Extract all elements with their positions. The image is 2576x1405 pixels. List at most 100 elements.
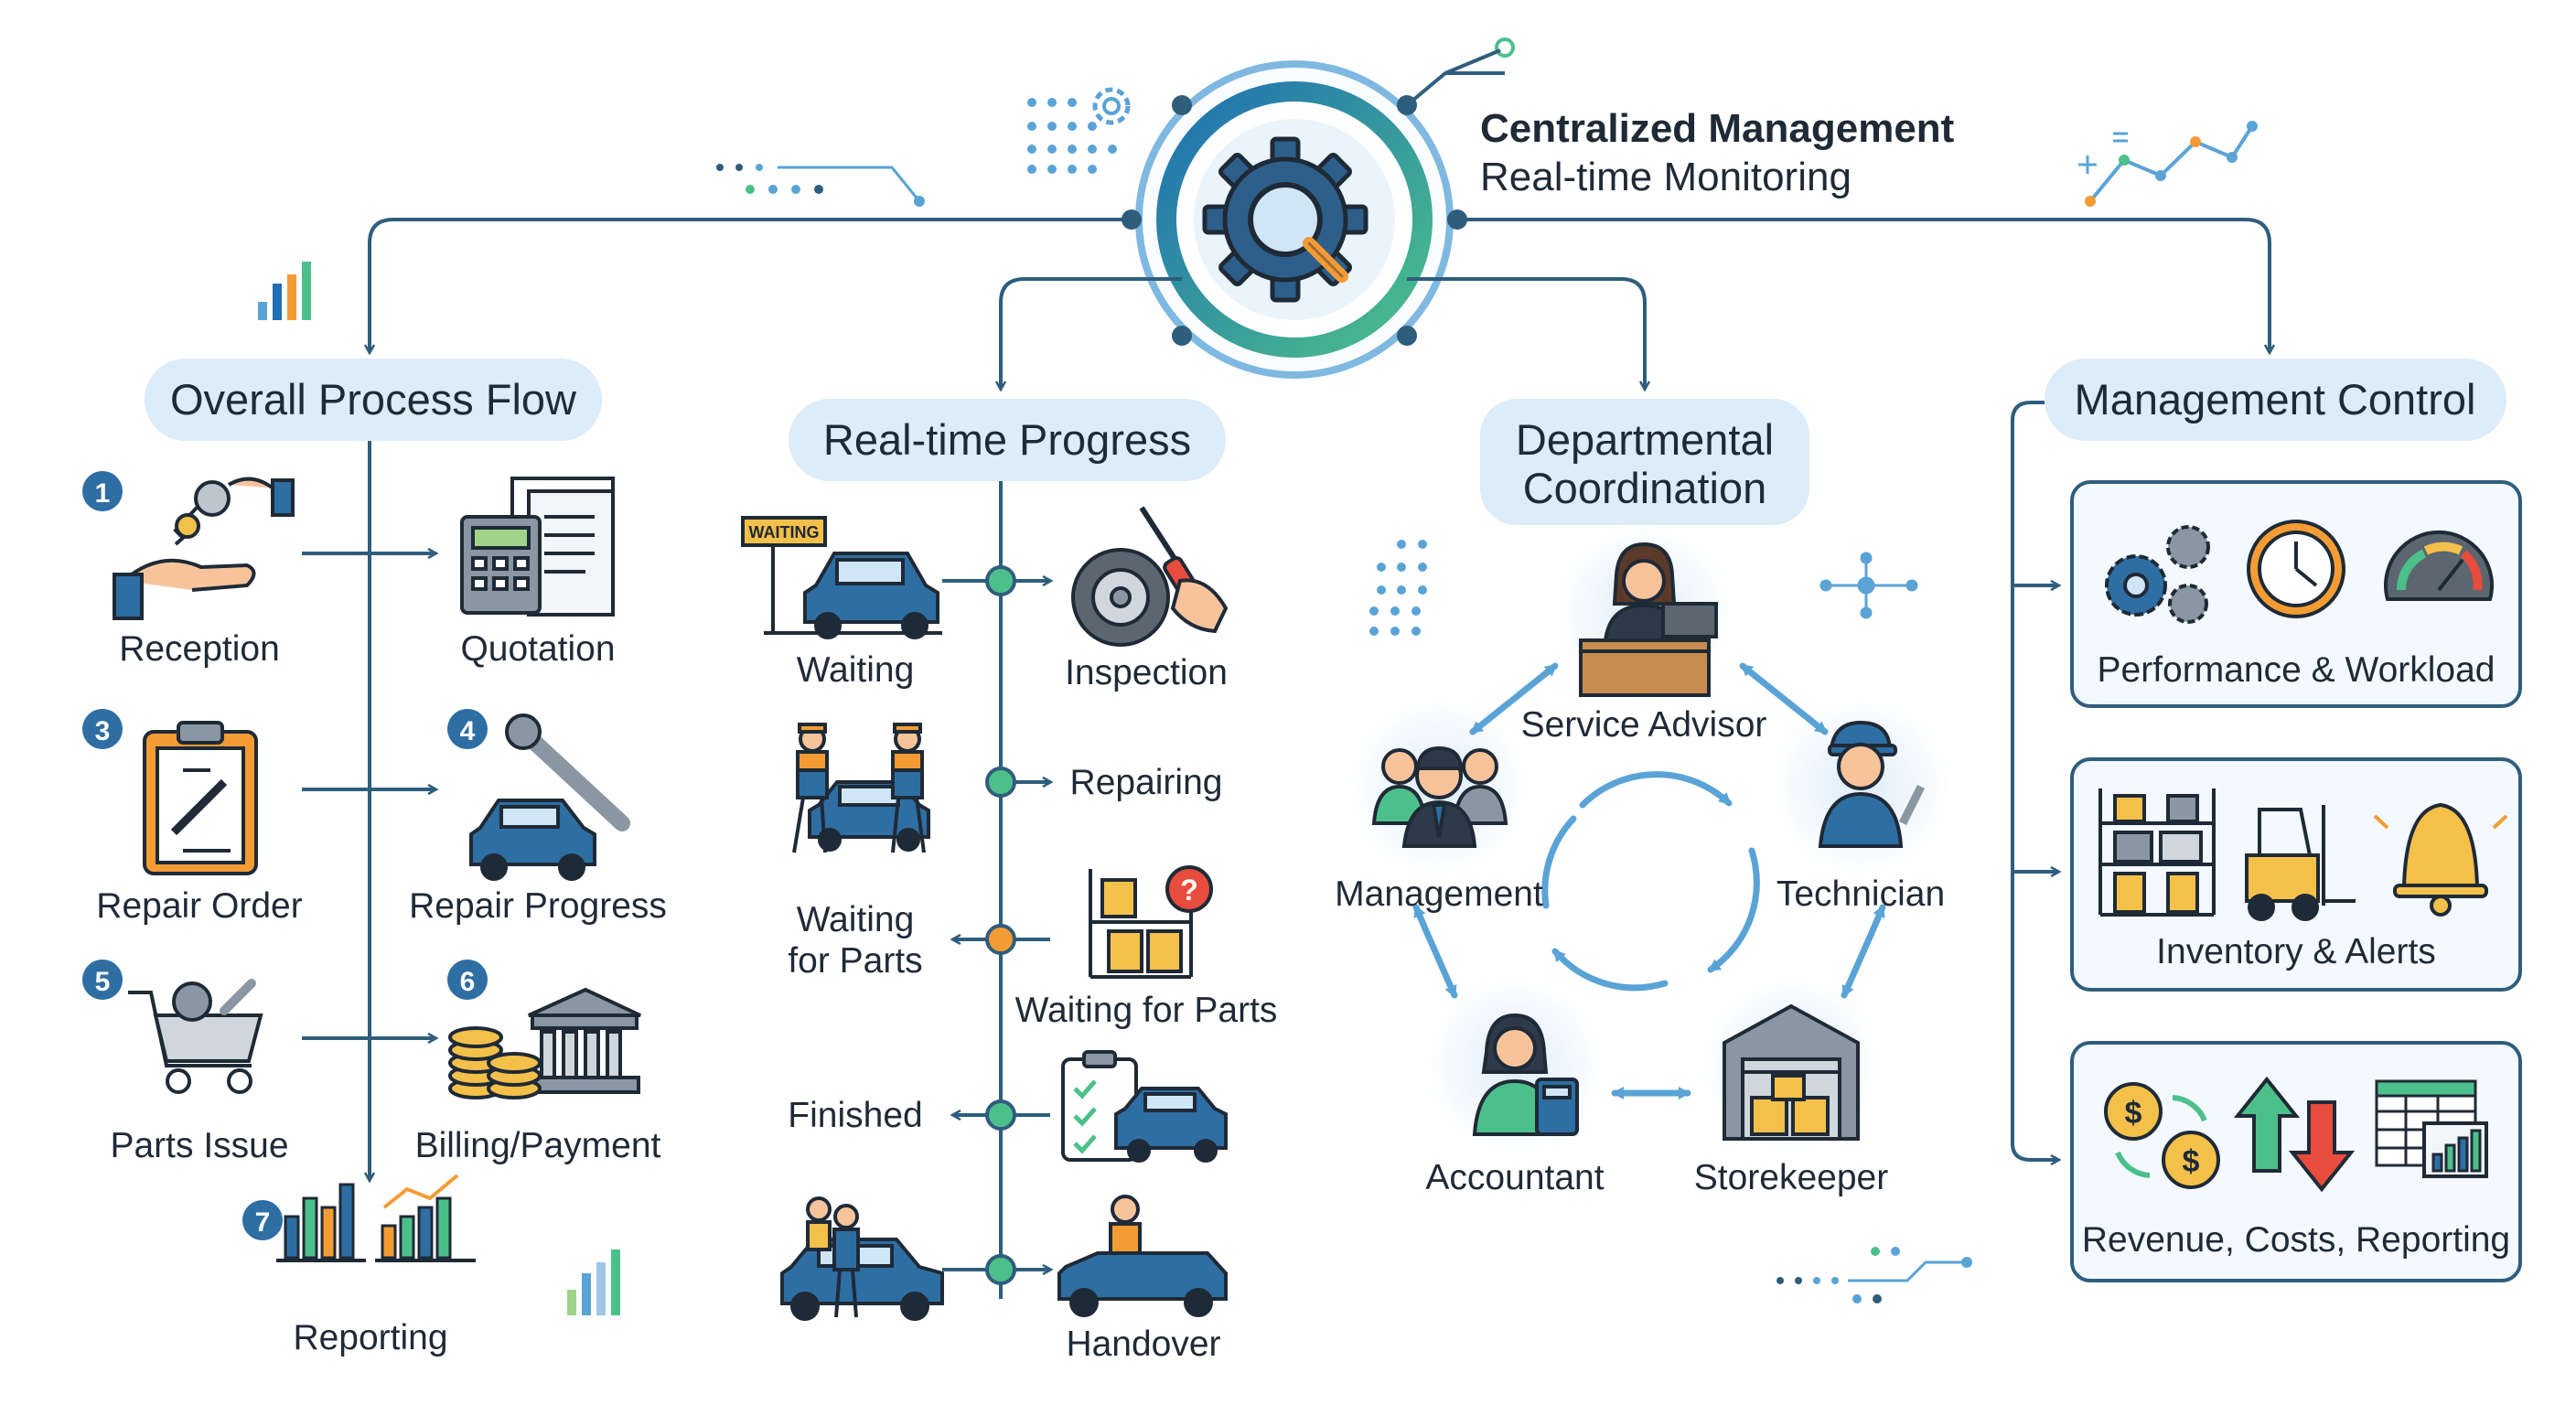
step-badge-1: 1 (82, 471, 123, 511)
progress-label-handover: Handover (1066, 1325, 1220, 1364)
section-pill-progress: Real-time Progress (789, 399, 1226, 481)
progress-label-repairing: Repairing (1070, 763, 1223, 802)
step-label-parts-issue: Parts Issue (110, 1126, 288, 1165)
shelf-icon (2098, 788, 2216, 917)
hand-keys-icon (113, 477, 295, 620)
section-title-progress: Real-time Progress (823, 415, 1191, 464)
control-label-revenue: Revenue, Costs, Reporting (2082, 1220, 2510, 1260)
progress-label-finished: Finished (788, 1096, 922, 1135)
control-spine (2011, 401, 2058, 1160)
svg-text:$: $ (2183, 1144, 2200, 1179)
step-label-billing: Billing/Payment (415, 1126, 661, 1165)
up-down-arrows-icon (2233, 1076, 2356, 1193)
step-badge-4: 4 (447, 709, 488, 749)
header-subtitle: Real-time Monitoring (1480, 155, 1852, 199)
decor-dots-topleft (1027, 98, 1117, 174)
svg-text:$: $ (2125, 1096, 2142, 1131)
handover-people-car-icon (780, 1196, 944, 1321)
step-badge-3: 3 (82, 709, 123, 749)
svg-text:1: 1 (95, 478, 111, 509)
clock-icon (2247, 520, 2345, 618)
step-label-repair-order: Repair Order (96, 886, 302, 926)
step-label-repair-progress: Repair Progress (409, 886, 667, 926)
section-title-process: Overall Process Flow (170, 375, 577, 424)
technician-icon (1818, 720, 1926, 848)
svg-text:5: 5 (95, 967, 111, 997)
section-pill-coordination: Departmental Coordination (1480, 399, 1809, 525)
control-box-performance: Performance & Workload (2070, 480, 2522, 708)
decor-linechart-topright (2078, 121, 2258, 207)
service-advisor-icon (1579, 542, 1718, 697)
parts-shelf-question-icon: ? (1089, 865, 1213, 979)
mechanics-car-icon (792, 723, 930, 853)
cycle-arrows-icon (1541, 771, 1760, 992)
decor-barchart-bottom (567, 1249, 620, 1315)
role-connectors (1412, 662, 1886, 1099)
accountant-icon (1472, 1013, 1579, 1136)
svg-text:WAITING: WAITING (749, 523, 820, 542)
progress-label-waiting-parts-right: Waiting for Parts (1015, 991, 1278, 1030)
report-charts-icon (276, 1174, 476, 1262)
control-arrows (2012, 585, 2058, 872)
bell-icon (2373, 802, 2508, 917)
role-label-management: Management (1335, 874, 1543, 914)
progress-label-waiting-parts-left-1: Waiting (797, 900, 915, 939)
section-pill-process: Overall Process Flow (145, 359, 602, 441)
decor-dots-coord (1369, 540, 1427, 636)
control-label-inventory: Inventory & Alerts (2156, 932, 2436, 971)
decor-line-bottomright (1776, 1247, 1972, 1303)
convertible-driver-icon (1057, 1195, 1228, 1317)
section-title-coordination-2: Coordination (1523, 464, 1767, 512)
car-wrench-icon (469, 713, 630, 881)
section-title-coordination-1: Departmental (1516, 415, 1774, 464)
forklift-icon (2245, 805, 2356, 921)
process-arrows (302, 553, 435, 1038)
parts-cart-icon (128, 979, 263, 1094)
management-team-icon (1371, 745, 1508, 848)
central-hub (1121, 38, 1515, 393)
warehouse-icon (1723, 1003, 1860, 1141)
tire-screwdriver-icon (1071, 506, 1229, 647)
gears-icon (2105, 525, 2210, 624)
progress-label-waiting: Waiting (797, 650, 915, 690)
progress-label-inspection: Inspection (1065, 653, 1228, 692)
spreadsheet-chart-icon (2375, 1079, 2488, 1178)
dollar-exchange-icon: $ $ (2104, 1082, 2220, 1189)
header-title: Centralized Management (1480, 106, 1955, 151)
role-label-technician: Technician (1776, 874, 1945, 914)
svg-text:3: 3 (95, 716, 111, 746)
step-badge-5: 5 (82, 960, 123, 1000)
svg-text:?: ? (1180, 874, 1198, 906)
progress-arrows (942, 581, 1050, 1270)
step-badge-7: 7 (242, 1200, 283, 1240)
progress-label-waiting-parts-left-2: for Parts (788, 941, 922, 981)
calculator-document-icon (460, 477, 615, 617)
role-label-storekeeper: Storekeeper (1694, 1158, 1888, 1197)
svg-text:7: 7 (255, 1207, 271, 1238)
coins-bank-icon (448, 987, 641, 1099)
step-badge-6: 6 (447, 960, 488, 1000)
decor-barchart-left (258, 262, 311, 320)
role-label-accountant: Accountant (1425, 1158, 1604, 1197)
decor-line-topleft (716, 164, 925, 207)
gear-magnifier-icon (1202, 136, 1368, 303)
svg-text:6: 6 (460, 967, 476, 997)
checklist-car-icon (1061, 1050, 1228, 1163)
step-label-reporting: Reporting (293, 1318, 447, 1357)
clipboard-wrench-icon (143, 721, 258, 875)
control-box-revenue: $ $ Revenue, Costs, Reporting (2070, 1041, 2522, 1282)
decor-network-coord (1819, 552, 1918, 619)
section-pill-control: Management Control (2045, 359, 2506, 441)
hub-connectors (370, 218, 2270, 389)
step-label-quotation: Quotation (460, 629, 615, 669)
section-title-control: Management Control (2075, 375, 2476, 424)
control-label-performance: Performance & Workload (2098, 650, 2496, 690)
gauge-icon (2384, 530, 2494, 601)
svg-text:4: 4 (460, 716, 476, 746)
waiting-sign-car-icon: WAITING (741, 516, 942, 639)
control-box-inventory: Inventory & Alerts (2070, 757, 2522, 992)
small-gear-icon (1092, 87, 1131, 125)
step-label-reception: Reception (119, 629, 280, 669)
